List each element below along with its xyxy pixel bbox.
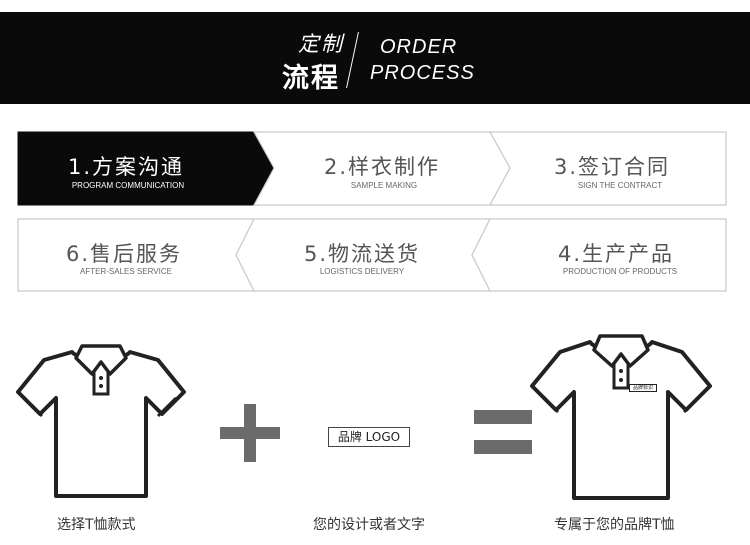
- header-title-cn-top: 定制: [298, 32, 344, 56]
- step-1-sub: PROGRAM COMMUNICATION: [71, 181, 185, 190]
- plus-icon: [220, 404, 280, 462]
- step-4-sub: PRODUCTION OF PRODUCTS: [562, 267, 678, 276]
- caption-your-design: 您的设计或者文字: [313, 517, 425, 533]
- brand-tag: 品牌标识: [629, 384, 657, 392]
- caption-brand-tshirt: 专属于您的品牌T恤: [554, 517, 675, 533]
- header-banner: 定制 流程 ORDER PROCESS: [0, 12, 750, 104]
- header-title-en-top: ORDER: [380, 36, 458, 58]
- steps-frame: [17, 131, 727, 292]
- logo-placeholder: 品牌 LOGO: [328, 427, 410, 447]
- tshirt-icon-right: [530, 334, 712, 500]
- step-6-label: 6.售后服务: [65, 242, 183, 266]
- equals-icon: [474, 410, 532, 454]
- step-1-label: 1.方案沟通: [67, 155, 185, 179]
- step-3-sub: SIGN THE CONTRACT: [577, 181, 663, 190]
- step-shape-4: [471, 218, 727, 292]
- tshirt-icon-left: [16, 344, 186, 498]
- step-6-sub: AFTER-SALES SERVICE: [80, 267, 172, 276]
- caption-choose-tshirt: 选择T恤款式: [57, 517, 136, 533]
- step-shape-3: [488, 131, 727, 206]
- process-steps: 1.方案沟通 PROGRAM COMMUNICATION 2.样衣制作 SAMP…: [17, 131, 727, 292]
- header-title-cn-bottom: 流程: [282, 63, 340, 94]
- step-5-label: 5.物流送货: [303, 242, 421, 266]
- step-3-label: 3.签订合同: [553, 155, 671, 179]
- step-2-label: 2.样衣制作: [323, 155, 441, 179]
- step-4-label: 4.生产产品: [557, 242, 675, 266]
- step-2-sub: SAMPLE MAKING: [350, 181, 418, 190]
- header-title-en-bottom: PROCESS: [370, 62, 475, 84]
- step-5-sub: LOGISTICS DELIVERY: [319, 267, 405, 276]
